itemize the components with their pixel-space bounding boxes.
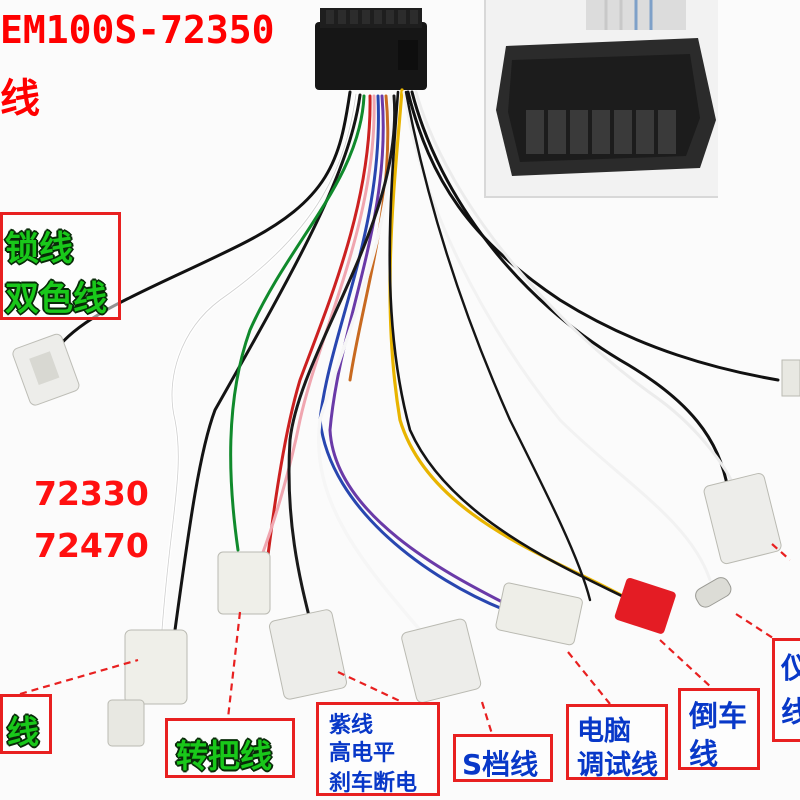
wire-bundle	[58, 88, 780, 632]
s-gear-wire-label: S档线	[462, 748, 539, 781]
page-title: EM100S-72350	[0, 8, 275, 52]
meter-label: 仪	[781, 651, 800, 685]
connector-inset-photo	[484, 0, 718, 198]
model-number: 72470	[34, 526, 149, 565]
meter-wire-label-box: 仪 线	[772, 638, 800, 742]
reverse-label: 倒车	[689, 699, 748, 733]
main-connector	[315, 8, 427, 90]
model-number: 72330	[34, 474, 149, 513]
debug-wire-label-box: 电脑 调试线	[566, 704, 668, 781]
reverse-wire-label: 线	[689, 737, 719, 771]
page-subtitle: 线	[0, 76, 40, 122]
high-level-label: 高电平	[329, 741, 396, 766]
left-wire-label: 线	[7, 713, 40, 751]
debug-wire-label: 调试线	[577, 750, 658, 781]
lock-wire-label: 锁线	[5, 229, 73, 269]
throttle-wire-label: 转把线	[176, 737, 273, 775]
computer-label: 电脑	[577, 716, 631, 747]
left-wire-label-box: 线	[0, 694, 52, 754]
throttle-wire-label-box: 转把线	[165, 718, 295, 778]
s-gear-wire-label-box: S档线	[453, 734, 553, 782]
brake-wire-label-box: 紫线 高电平 刹车断电	[316, 702, 440, 796]
terminal-connectors	[12, 333, 800, 747]
meter-wire-label: 线	[781, 695, 800, 729]
brake-cutoff-label: 刹车断电	[329, 771, 418, 796]
connector-closeup	[486, 0, 718, 196]
purple-wire-label: 紫线	[329, 713, 374, 738]
reverse-wire-label-box: 倒车 线	[678, 688, 760, 771]
dual-color-wire-label: 双色线	[5, 279, 107, 319]
lock-wire-label-box: 锁线 双色线	[0, 212, 121, 320]
